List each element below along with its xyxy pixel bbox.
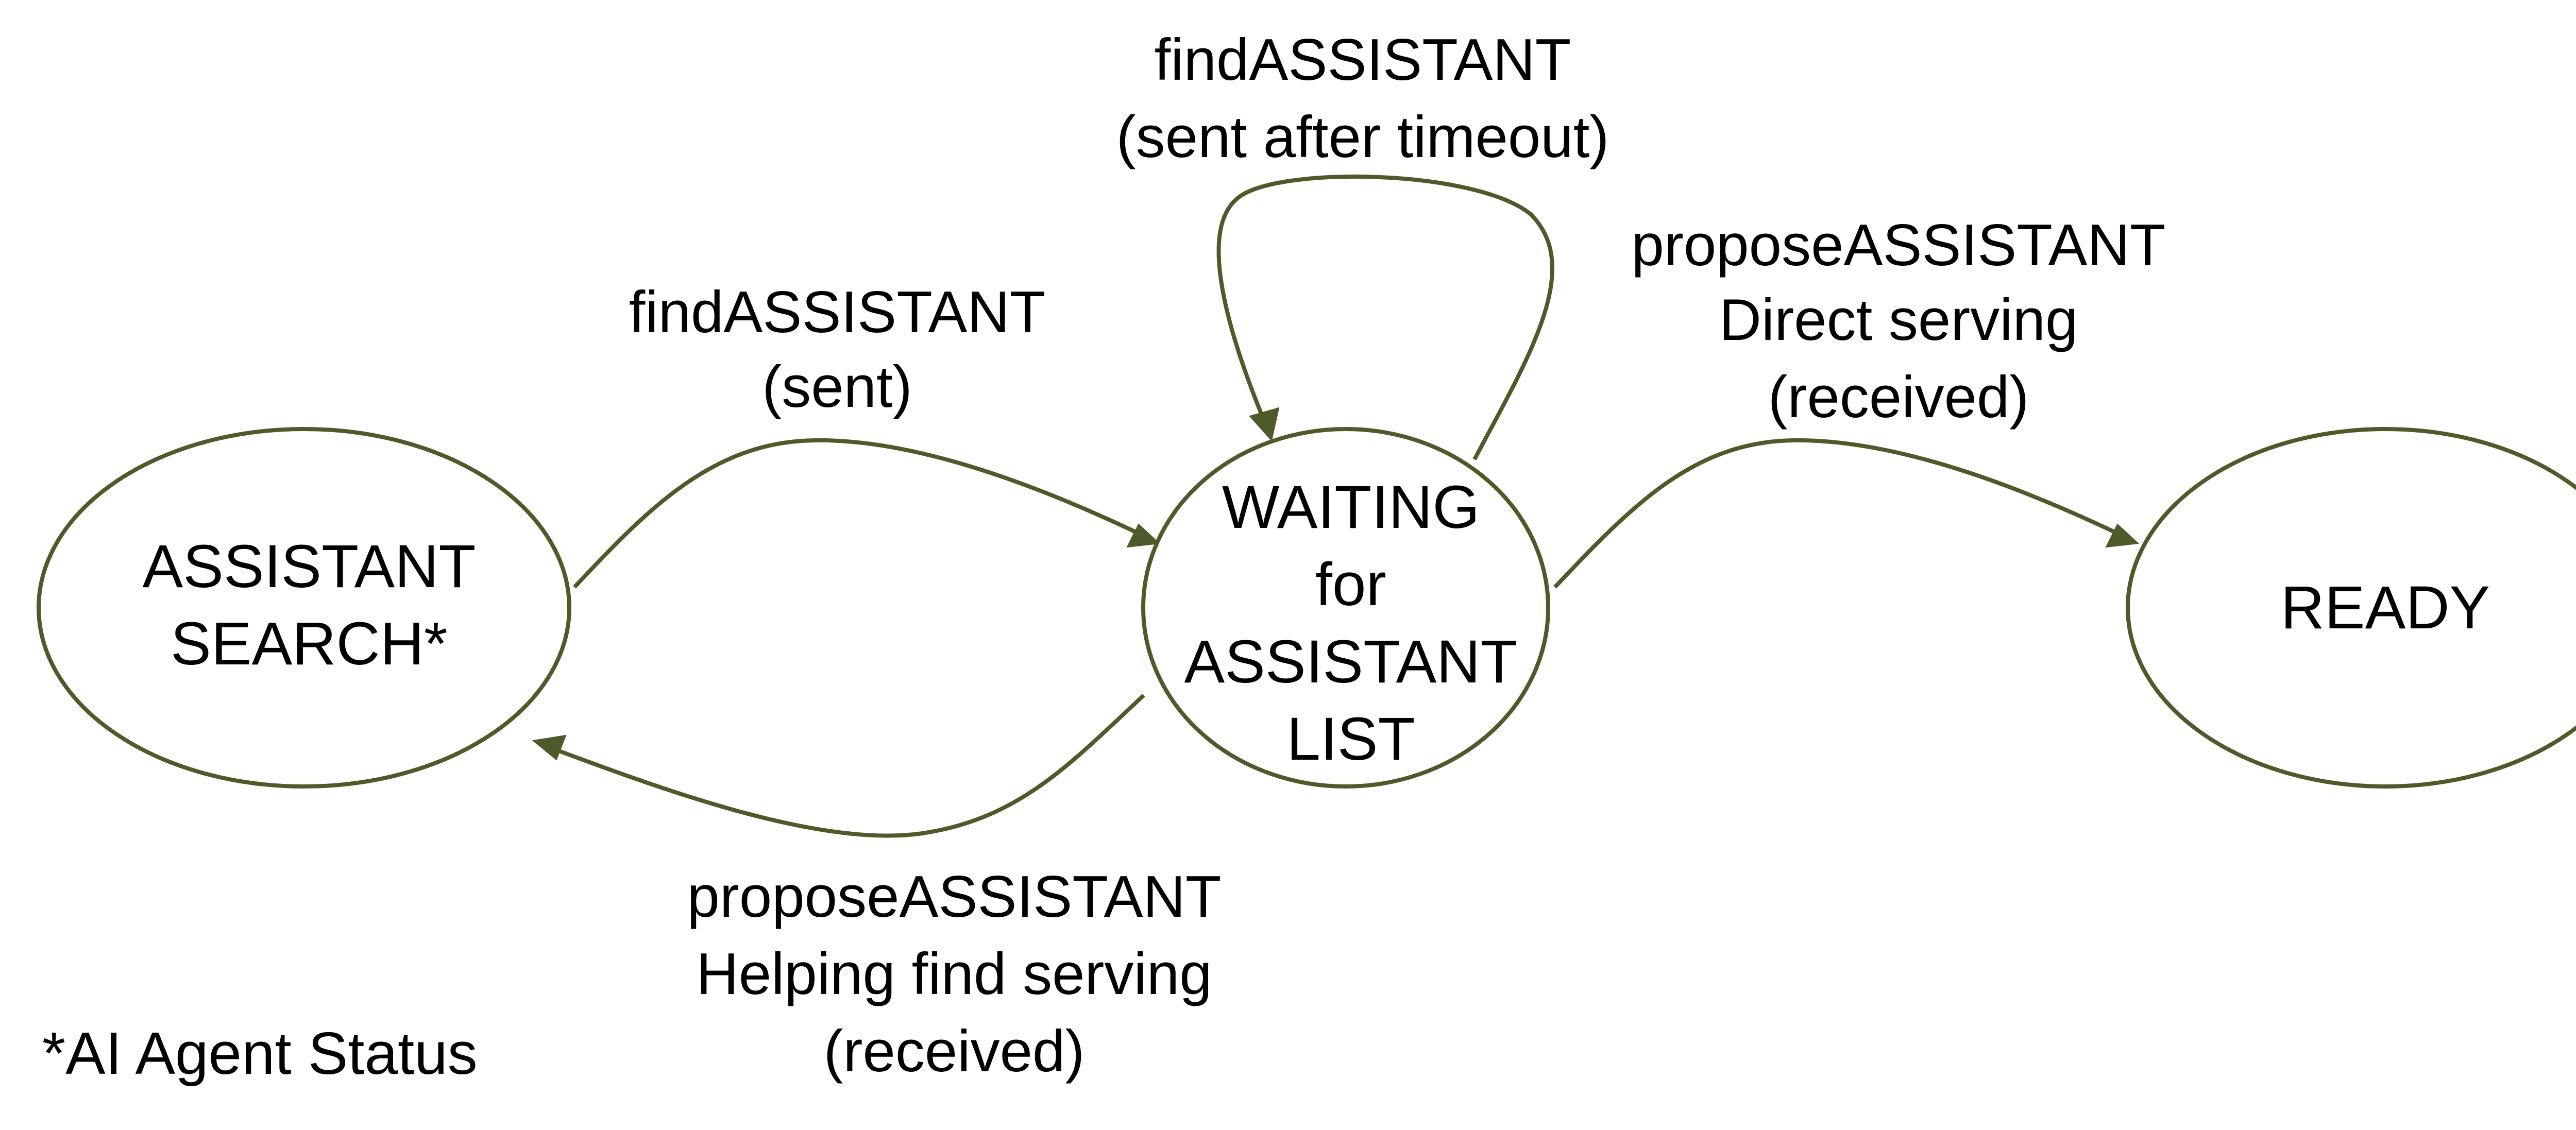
edge-search-to-waiting-label-line-1: findASSISTANT: [629, 280, 1046, 345]
state-assistant-search-label-line-2: SEARCH*: [171, 610, 448, 678]
arrowhead-search-to-waiting: [1126, 523, 1161, 548]
edge-waiting-to-search: [558, 694, 1145, 838]
state-waiting-label-line-1: WAITING: [1222, 473, 1480, 541]
edge-waiting-to-ready-label-line-2: Direct serving: [1719, 287, 2078, 353]
edge-waiting-to-ready-label-line-3: (received): [1768, 365, 2029, 430]
state-waiting-label-line-2: for: [1315, 551, 1386, 619]
footnote-ai-agent-status: *AI Agent Status: [42, 1020, 478, 1087]
state-ready: [2126, 427, 2576, 789]
state-waiting-label-line-4: LIST: [1286, 705, 1415, 773]
edge-waiting-to-ready: [1553, 438, 2121, 589]
state-ready-label: READY: [2281, 574, 2490, 642]
state-assistant-search-label-line-1: ASSISTANT: [143, 533, 476, 601]
edge-waiting-to-ready-label-line-1: proposeASSISTANT: [1632, 213, 2166, 278]
state-assistant-search: [37, 427, 571, 789]
state-waiting-label-line-3: ASSISTANT: [1184, 628, 1518, 696]
edge-waiting-self-label-line-1: findASSISTANT: [1155, 27, 1571, 93]
edge-waiting-to-search-label-line-1: proposeASSISTANT: [687, 864, 1222, 930]
arrowhead-waiting-to-search: [532, 734, 567, 761]
edge-waiting-self-label-line-2: (sent after timeout): [1116, 105, 1609, 170]
edge-waiting-self-loop: [1216, 174, 1554, 460]
edge-search-to-waiting-label-line-2: (sent): [762, 354, 912, 420]
edge-waiting-to-search-label-line-3: (received): [824, 1019, 1085, 1084]
edge-waiting-to-search-label-line-2: Helping find serving: [696, 941, 1212, 1007]
arrowhead-waiting-self: [1249, 407, 1280, 442]
edge-search-to-waiting: [573, 438, 1142, 589]
arrowhead-waiting-to-ready: [2105, 523, 2140, 548]
state-waiting-for-assistant-list: [1141, 427, 1550, 789]
